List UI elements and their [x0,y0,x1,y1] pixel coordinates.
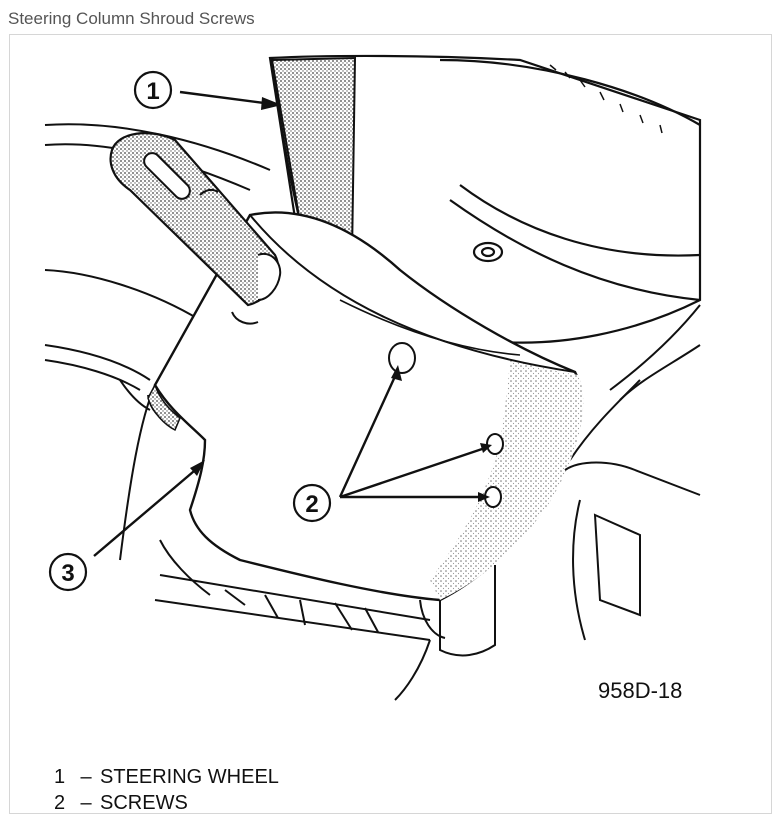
callout-1-label: 1 [146,78,159,105]
legend-dash: – [80,766,92,788]
screw-middle [486,433,504,455]
callout-3: 3 [48,460,205,592]
callout-3-label: 3 [61,560,74,587]
legend-item: 2–SCREWS [54,790,279,816]
shroud-screws [388,342,504,508]
legend: 1–STEERING WHEEL 2–SCREWS [54,764,279,816]
steering-column-diagram: 1 2 3 958D-18 [44,54,702,703]
callout-2: 2 [292,365,492,523]
legend-text: STEERING WHEEL [100,766,279,788]
callout-2-label: 2 [305,491,318,518]
multifunction-lever [109,132,282,325]
screw-upper [388,342,416,374]
legend-number: 1 [54,766,66,788]
legend-number: 2 [54,792,66,814]
dashboard-outline [44,123,701,461]
legend-text: SCREWS [100,792,188,814]
rim-marks [549,64,663,134]
shroud-side-shading [430,360,584,600]
legend-item: 1–STEERING WHEEL [54,764,279,790]
legend-dash: – [80,792,92,814]
figure-id-label: 958D-18 [598,678,682,703]
callout-1: 1 [133,70,282,110]
page-title: Steering Column Shroud Screws [8,9,255,28]
